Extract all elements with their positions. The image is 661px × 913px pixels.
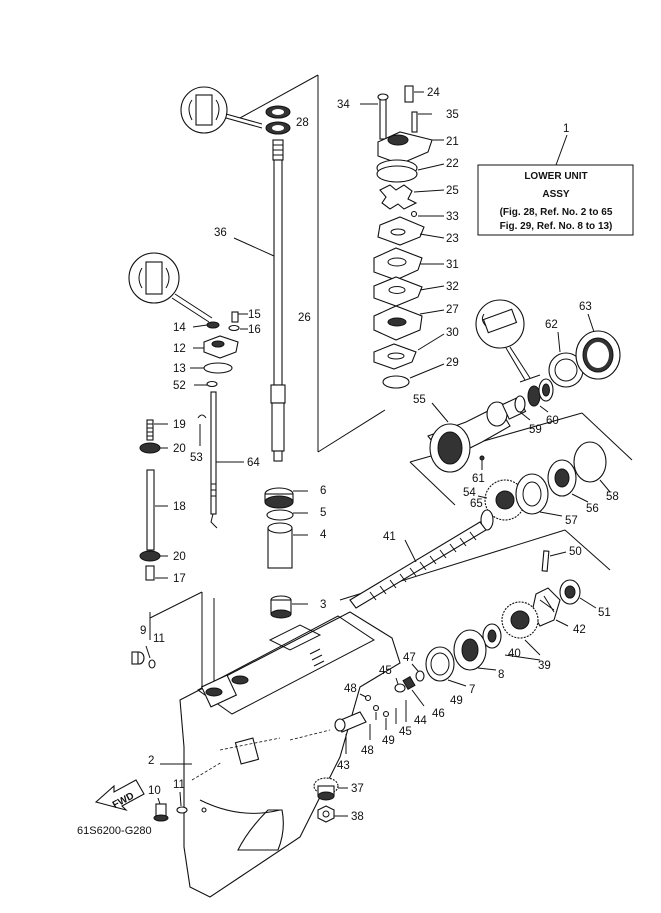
grease-detail-left <box>128 252 213 323</box>
callout-59: 59 <box>529 424 542 436</box>
drive-shaft <box>233 105 291 462</box>
callout-41: 41 <box>383 531 396 543</box>
info-box-title: LOWER UNIT <box>524 171 587 182</box>
callout-49b: 49 <box>382 735 395 747</box>
info-box-line1: (Fig. 28, Ref. No. 2 to 65 <box>500 207 613 218</box>
callout-53: 53 <box>190 452 203 464</box>
callout-12: 12 <box>173 343 186 355</box>
callout-16: 16 <box>248 324 261 336</box>
callout-37: 37 <box>351 783 364 795</box>
drain-group <box>131 645 188 822</box>
callout-57: 57 <box>565 515 578 527</box>
callout-26: 26 <box>298 312 311 324</box>
callout-20a: 20 <box>173 443 186 455</box>
callout-48a: 48 <box>344 683 357 695</box>
callout-40: 40 <box>508 648 521 660</box>
callout-11b: 11 <box>173 779 185 791</box>
callout-43: 43 <box>337 760 350 772</box>
callout-3: 3 <box>320 599 326 611</box>
propeller-shaft <box>349 521 487 609</box>
callout-13: 13 <box>173 363 186 375</box>
callout-39: 39 <box>538 660 551 672</box>
grease-detail-right <box>475 299 531 381</box>
drawing-code: 61S6200-G280 <box>77 825 152 837</box>
callout-45a: 45 <box>379 665 392 677</box>
callout-25: 25 <box>446 185 459 197</box>
callout-1: 1 <box>563 123 569 135</box>
callout-10: 10 <box>148 785 161 797</box>
callout-35: 35 <box>446 109 459 121</box>
callout-45b: 45 <box>399 726 412 738</box>
callout-52: 52 <box>173 380 186 392</box>
callout-46: 46 <box>432 708 445 720</box>
callout-48b: 48 <box>361 745 374 757</box>
callout-2: 2 <box>148 755 154 767</box>
callout-22: 22 <box>446 158 459 170</box>
callout-31: 31 <box>446 259 459 271</box>
shift-plunger-group <box>334 663 425 754</box>
callout-4: 4 <box>320 529 327 541</box>
shift-rod-group <box>190 311 248 529</box>
callout-38: 38 <box>351 811 364 823</box>
callout-64: 64 <box>247 457 260 469</box>
fwd-arrow-icon: FWD <box>94 779 145 812</box>
callout-27: 27 <box>446 304 459 316</box>
callout-30: 30 <box>446 327 459 339</box>
callout-28: 28 <box>296 117 309 129</box>
callout-14: 14 <box>173 322 186 334</box>
callout-58: 58 <box>606 491 619 503</box>
callout-20b: 20 <box>173 551 186 563</box>
bearing-housing-group <box>427 313 621 531</box>
callout-62: 62 <box>545 319 558 331</box>
water-pump-stack <box>360 85 445 389</box>
callout-44: 44 <box>414 715 427 727</box>
stud-group <box>139 419 168 581</box>
callout-17: 17 <box>173 573 186 585</box>
callout-21: 21 <box>446 136 459 148</box>
info-box-subtitle: ASSY <box>542 189 570 200</box>
callout-23: 23 <box>446 233 459 245</box>
callout-15: 15 <box>248 309 261 321</box>
callout-63: 63 <box>579 301 592 313</box>
callout-7: 7 <box>469 684 475 696</box>
callout-50: 50 <box>569 546 582 558</box>
callout-11a: 11 <box>153 633 165 645</box>
callout-24: 24 <box>427 87 440 99</box>
driveshaft-bearing-parts <box>264 487 308 619</box>
callout-29: 29 <box>446 357 459 369</box>
callout-54: 54 <box>463 487 476 499</box>
pinion-group <box>313 777 348 823</box>
callout-33: 33 <box>446 211 459 223</box>
callout-6: 6 <box>320 485 326 497</box>
callout-60: 60 <box>546 415 559 427</box>
info-box-line2: Fig. 29, Ref. No. 8 to 13) <box>500 221 613 232</box>
lower-casing <box>160 611 401 898</box>
callout-65: 65 <box>470 498 483 510</box>
callout-18: 18 <box>173 501 186 513</box>
callout-42: 42 <box>573 624 586 636</box>
callout-5: 5 <box>320 507 326 519</box>
callout-32: 32 <box>446 281 459 293</box>
callout-49a: 49 <box>450 695 463 707</box>
callout-8: 8 <box>498 669 504 681</box>
grease-detail-top <box>180 86 263 134</box>
callout-56: 56 <box>586 503 599 515</box>
callout-51: 51 <box>598 607 611 619</box>
callout-labels: 24 34 35 21 22 25 33 23 31 32 27 30 29 2… <box>140 87 619 823</box>
callout-19: 19 <box>173 419 186 431</box>
callout-61: 61 <box>472 473 485 485</box>
callout-9: 9 <box>140 625 146 637</box>
callout-47: 47 <box>403 652 416 664</box>
callout-55: 55 <box>413 394 426 406</box>
info-box: 1 LOWER UNIT ASSY (Fig. 28, Ref. No. 2 t… <box>477 123 634 236</box>
callout-34: 34 <box>337 99 350 111</box>
forward-gear-group <box>425 550 597 687</box>
callout-36: 36 <box>214 227 227 239</box>
